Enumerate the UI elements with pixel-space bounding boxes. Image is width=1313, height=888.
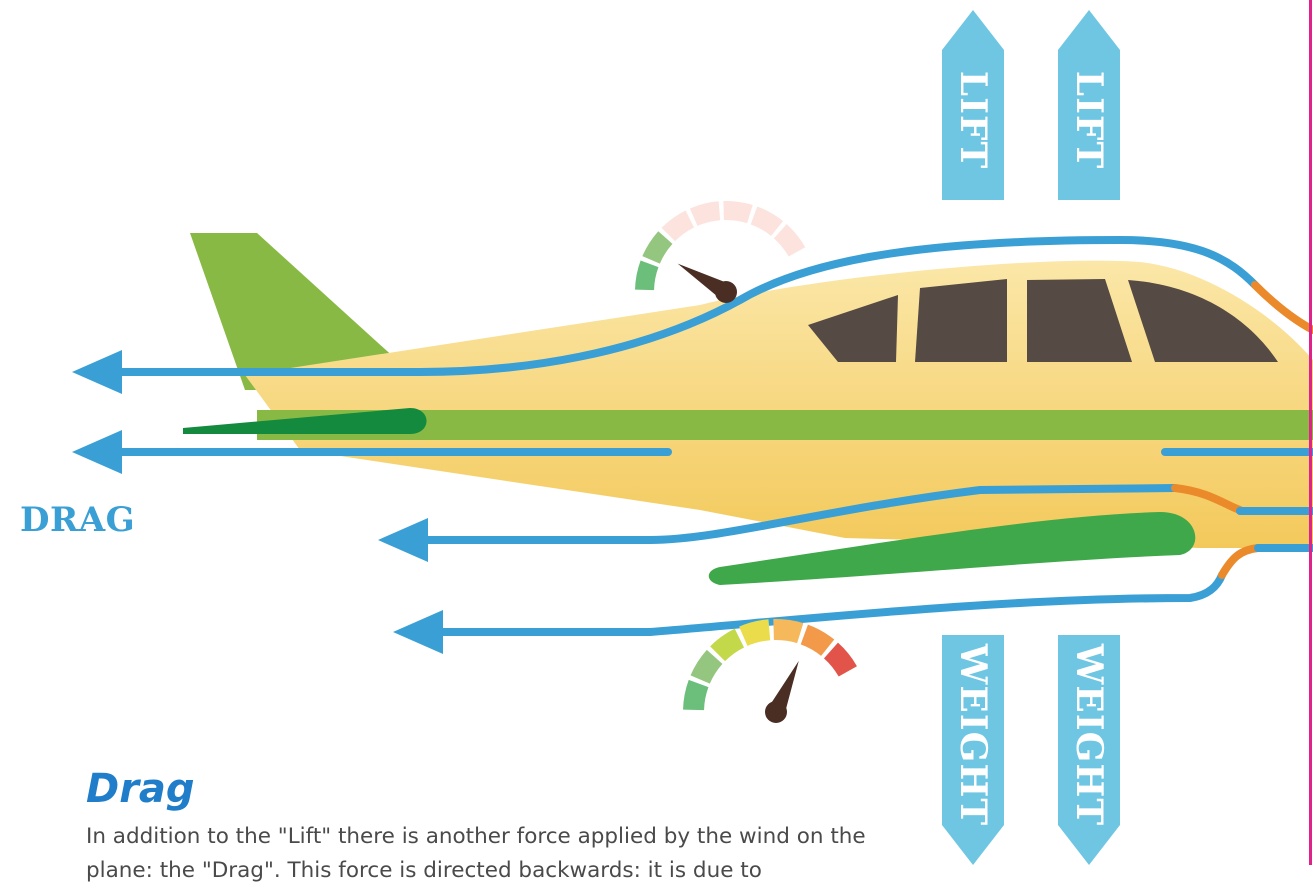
gauge-segment [773,619,804,644]
window-2 [915,279,1007,362]
gauge-segment [739,619,771,646]
upper-pressure-gauge [635,201,806,303]
weight-arrow-2: WEIGHT [1058,635,1120,865]
weight-label-2: WEIGHT [1068,643,1110,826]
gauge-needle-hub [715,281,737,303]
airflow-arrowhead [72,430,122,474]
tail-fin [190,233,430,390]
gauge-segment [723,201,753,224]
gauge-segment [635,260,659,291]
gauge-segment [773,224,806,257]
lift-label-2: LIFT [1068,71,1110,170]
weight-label-1: WEIGHT [952,643,994,826]
gauge-needle-hub [765,701,787,723]
lift-arrow-2: LIFT [1058,10,1120,200]
window-3 [1027,279,1132,362]
lift-label-1: LIFT [952,71,994,170]
cabin-windows [808,279,1278,362]
airflow-diagram: LIFT LIFT [72,10,1313,865]
window-4 [1128,280,1278,362]
gauge-segment [642,231,673,264]
lower-airflow-line-2 [393,544,1313,654]
window-1 [808,295,898,362]
airflow-arrowhead [72,350,122,394]
gauge-segment [689,201,721,226]
gauge-segment [800,624,835,656]
airflow-arrowhead [393,610,443,654]
gauge-segment [690,649,723,684]
gauge-segment [823,642,857,677]
lift-arrow-1: LIFT [942,10,1004,200]
gauge-segment [661,210,695,242]
section-body-text: In addition to the "Lift" there is anoth… [86,824,866,883]
drag-force-label: DRAG [20,500,136,540]
lower-pressure-gauge [683,619,857,723]
section-title: Drag [86,766,195,812]
airflow-arrowhead [378,518,428,562]
middle-airflow-line [72,430,1313,474]
gauge-segment [710,628,745,662]
weight-arrow-1: WEIGHT [942,635,1004,865]
gauge-segment [750,206,784,236]
lower-airflow-line-1 [378,484,1313,562]
fuselage-stripe [257,410,1313,440]
upper-airflow-line [72,235,1313,394]
gauge-segment [683,679,709,711]
wing [708,512,1196,585]
horizontal-stabilizer [183,408,427,434]
accent-edge-bar [1309,0,1312,865]
